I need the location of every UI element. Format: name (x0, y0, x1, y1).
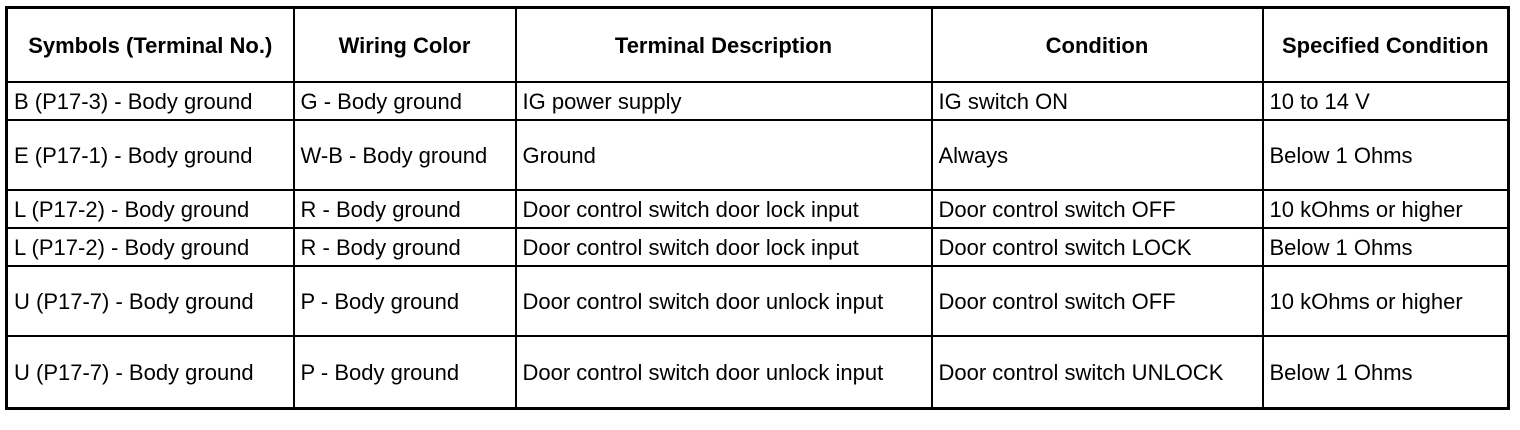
cell-specified-condition: 10 kOhms or higher (1261, 265, 1510, 337)
cell-symbol: L (P17-2) - Body ground (5, 189, 295, 229)
cell-terminal-description: Door control switch door unlock input (514, 335, 933, 410)
cell-condition: Door control switch UNLOCK (930, 335, 1264, 410)
cell-terminal-description: Door control switch door lock input (514, 227, 933, 267)
cell-specified-condition: Below 1 Ohms (1261, 335, 1510, 410)
cell-terminal-description: Door control switch door lock input (514, 189, 933, 229)
cell-symbol: B (P17-3) - Body ground (5, 81, 295, 121)
cell-specified-condition: 10 kOhms or higher (1261, 189, 1510, 229)
header-wiring-color: Wiring Color (292, 6, 517, 83)
cell-wiring-color: P - Body ground (292, 335, 517, 410)
table-row: U (P17-7) - Body ground P - Body ground … (5, 265, 1510, 337)
cell-wiring-color: R - Body ground (292, 227, 517, 267)
table-row: U (P17-7) - Body ground P - Body ground … (5, 335, 1510, 410)
terminal-specification-table: Symbols (Terminal No.) Wiring Color Term… (5, 6, 1510, 410)
cell-wiring-color: G - Body ground (292, 81, 517, 121)
cell-condition: IG switch ON (930, 81, 1264, 121)
header-terminal-description: Terminal Description (514, 6, 933, 83)
cell-specified-condition: Below 1 Ohms (1261, 227, 1510, 267)
cell-symbol: U (P17-7) - Body ground (5, 265, 295, 337)
header-condition: Condition (930, 6, 1264, 83)
cell-condition: Door control switch OFF (930, 189, 1264, 229)
cell-symbol: L (P17-2) - Body ground (5, 227, 295, 267)
cell-symbol: E (P17-1) - Body ground (5, 119, 295, 191)
table-row: L (P17-2) - Body ground R - Body ground … (5, 227, 1510, 267)
cell-specified-condition: 10 to 14 V (1261, 81, 1510, 121)
cell-condition: Door control switch OFF (930, 265, 1264, 337)
cell-wiring-color: R - Body ground (292, 189, 517, 229)
table-header-row: Symbols (Terminal No.) Wiring Color Term… (5, 6, 1510, 83)
cell-condition: Always (930, 119, 1264, 191)
cell-symbol: U (P17-7) - Body ground (5, 335, 295, 410)
header-specified-condition: Specified Condition (1261, 6, 1510, 83)
cell-terminal-description: IG power supply (514, 81, 933, 121)
table-row: B (P17-3) - Body ground G - Body ground … (5, 81, 1510, 121)
header-symbols: Symbols (Terminal No.) (5, 6, 295, 83)
cell-wiring-color: P - Body ground (292, 265, 517, 337)
cell-terminal-description: Door control switch door unlock input (514, 265, 933, 337)
cell-terminal-description: Ground (514, 119, 933, 191)
cell-specified-condition: Below 1 Ohms (1261, 119, 1510, 191)
cell-wiring-color: W-B - Body ground (292, 119, 517, 191)
terminal-table-container: Symbols (Terminal No.) Wiring Color Term… (5, 6, 1510, 410)
table-row: L (P17-2) - Body ground R - Body ground … (5, 189, 1510, 229)
cell-condition: Door control switch LOCK (930, 227, 1264, 267)
table-row: E (P17-1) - Body ground W-B - Body groun… (5, 119, 1510, 191)
